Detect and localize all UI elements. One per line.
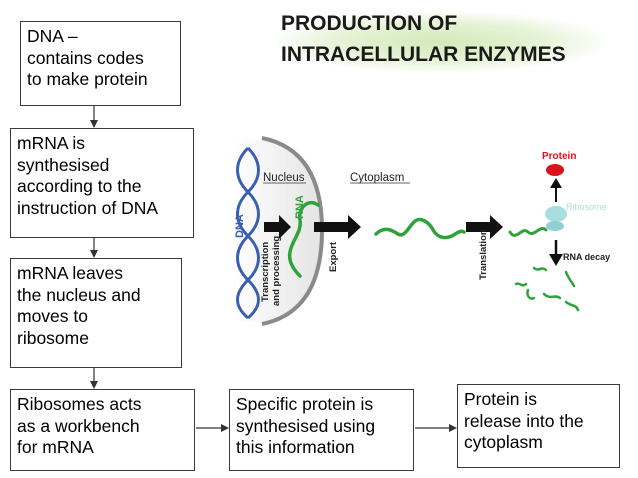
rna-fragments <box>514 266 580 312</box>
processing-label: and processing <box>271 236 282 306</box>
nucleus-label: Nucleus <box>263 172 305 184</box>
dna-label: DNA <box>234 214 246 238</box>
mrna-strand-cytoplasm <box>374 217 466 240</box>
specific-protein-box: Specific protein is synthesised using th… <box>229 389 414 471</box>
ribosomes-box: Ribosomes acts as a workbench for mRNA <box>10 389 195 471</box>
translation-arrow <box>466 215 503 239</box>
ribosome-large-subunit <box>545 206 567 222</box>
rna-strand-nucleus <box>287 200 320 278</box>
rna-decay-label: RNA decay <box>563 252 610 262</box>
protein-up-arrowhead <box>550 178 562 188</box>
protein-blob <box>546 164 564 176</box>
transcription-arrow <box>264 215 291 239</box>
ribosome-label: Ribosome <box>566 202 607 212</box>
dna-helix-strand <box>236 146 260 320</box>
translation-label: Translation <box>478 229 489 280</box>
export-arrow <box>314 215 361 239</box>
mrna-synthesised-box: mRNA is synthesised according to the ins… <box>10 128 194 238</box>
mrna-strand-ribosome <box>508 227 548 237</box>
protein-label: Protein <box>542 151 576 162</box>
title-highlight <box>278 12 602 72</box>
ribosome-small-subunit <box>546 221 564 231</box>
rna-label: RNA <box>294 195 306 219</box>
mrna-leaves-box: mRNA leaves the nucleus and moves to rib… <box>10 258 182 368</box>
dna-box: DNA – contains codes to make protein <box>20 21 181 106</box>
transcription-label: Transcription <box>260 242 271 302</box>
page-title: PRODUCTION OF INTRACELLULAR ENZYMES <box>281 12 566 66</box>
export-label: Export <box>328 241 339 272</box>
rna-decay-arrowhead <box>549 254 563 266</box>
protein-release-box: Protein is release into the cytoplasm <box>457 384 620 468</box>
cytoplasm-label: Cytoplasm <box>350 172 404 184</box>
